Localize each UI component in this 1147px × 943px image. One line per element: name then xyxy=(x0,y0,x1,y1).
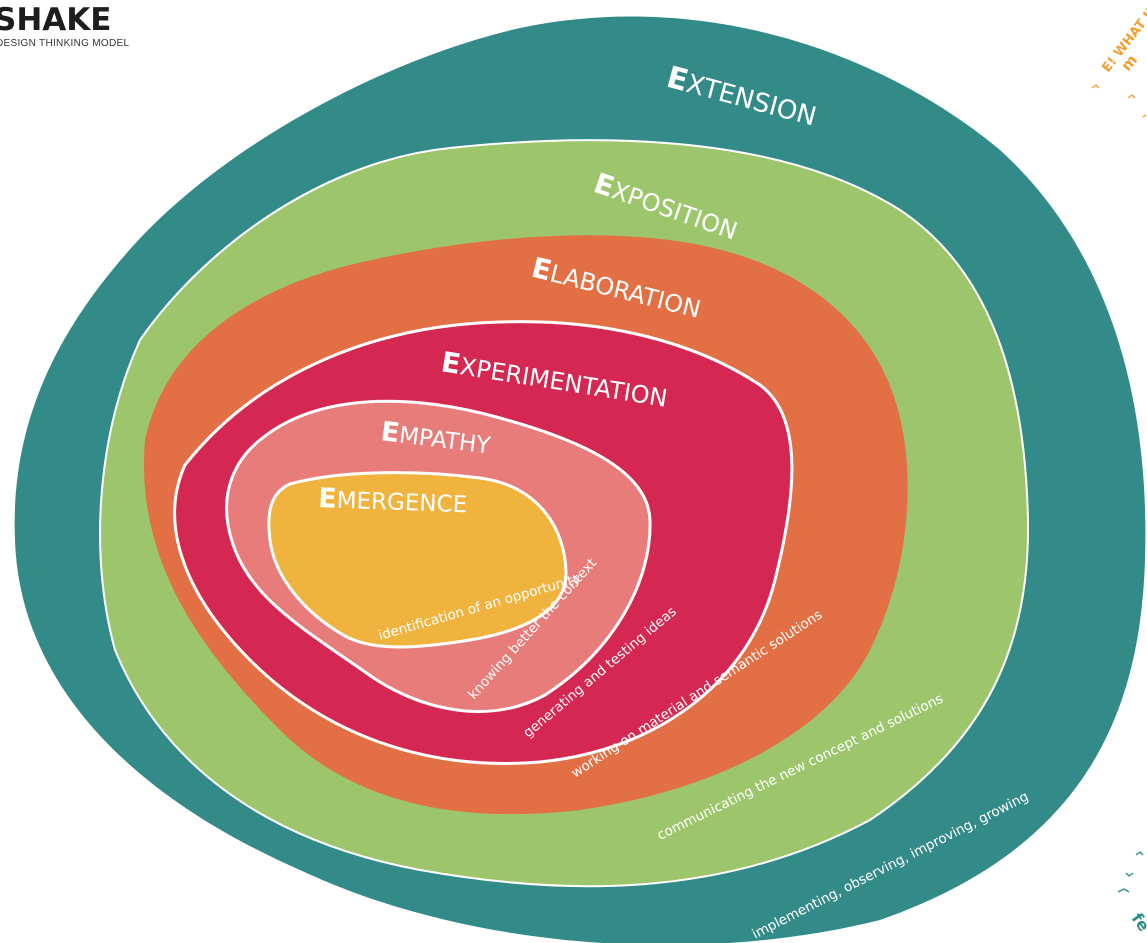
emergence-title: EMERGENCE xyxy=(318,483,468,519)
emergence-blob xyxy=(267,471,568,649)
brand-subtitle: DESIGN THINKING MODEL xyxy=(0,38,130,49)
brand-header: SHAKE DESIGN THINKING MODEL xyxy=(0,2,129,49)
small-chevron-icon xyxy=(1091,84,1147,118)
brand-title: SHAKE xyxy=(0,2,112,38)
edge-fragment-bottom-right: fe xyxy=(1128,909,1147,935)
small-arrow-icon xyxy=(1117,851,1144,893)
